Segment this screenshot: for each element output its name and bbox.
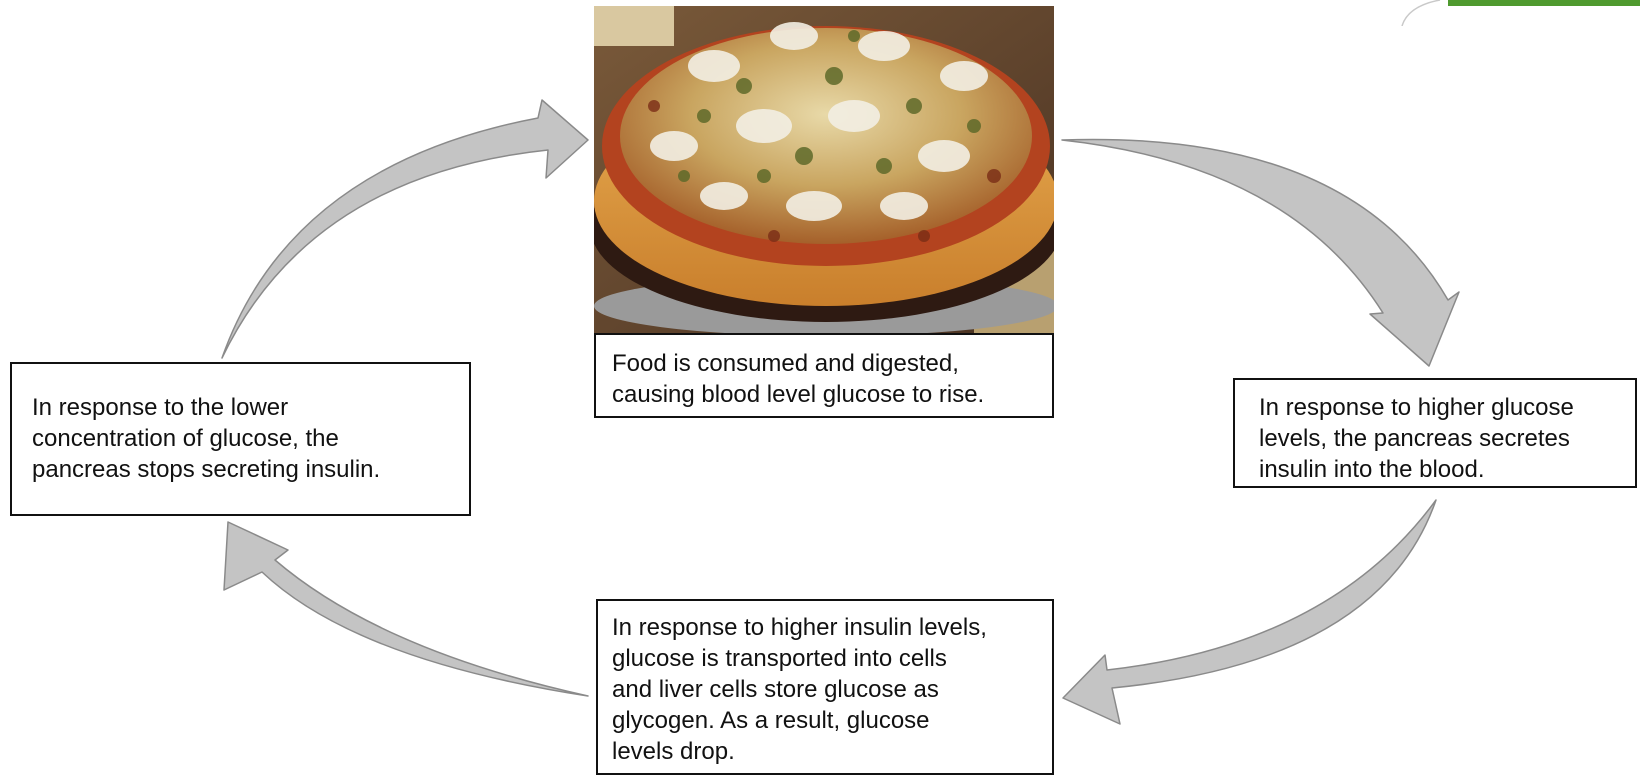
arrow-food-to-secrete [1061,138,1460,367]
slide-accent-bar [1448,0,1640,6]
slide-corner-curve [1401,0,1441,26]
step-food-consumed: Food is consumed and digested, causing b… [594,333,1054,418]
arrow-transport-to-stop [223,521,589,697]
step-pancreas-secretes-insulin: In response to higher glucose levels, th… [1233,378,1637,488]
pizza-photo [594,6,1054,333]
arrow-stop-to-food [221,99,589,359]
arrow-secrete-to-transport [1062,499,1437,725]
step-pancreas-stops-insulin: In response to the lower concentration o… [10,362,471,516]
step-glucose-transported: In response to higher insulin levels, gl… [596,599,1054,775]
pizza-image [594,6,1054,333]
